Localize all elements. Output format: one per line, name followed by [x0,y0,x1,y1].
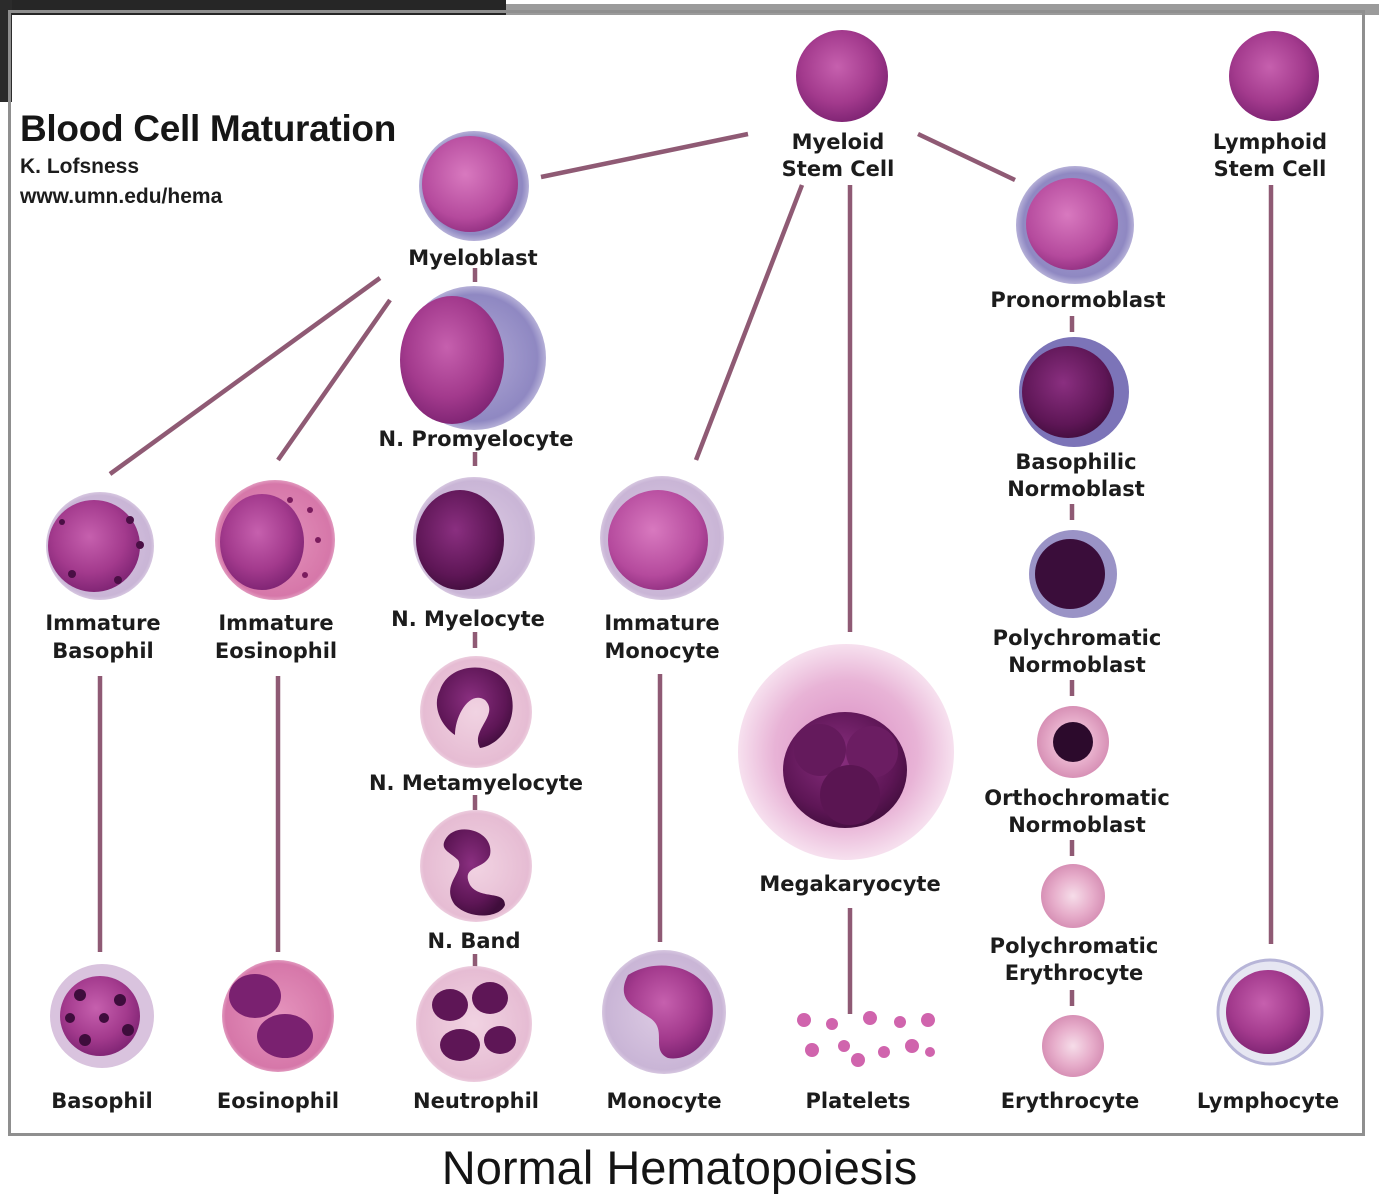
label-lymphoid-line-1: Lymphoid [1213,130,1327,154]
label-lymphocyte: Lymphocyte [1197,1089,1339,1113]
immature-monocyte-cell [600,476,724,600]
orthochromatic-normoblast-cell [1037,706,1109,778]
diagram-author: K. Lofsness [20,155,140,178]
polychromatic-erythrocyte-cell [1041,864,1105,928]
label-monocyte: Monocyte [606,1089,721,1113]
immature-eosinophil-cell [215,480,335,600]
label-immature-monocyte-line-1: Immature [604,611,719,635]
label-eosinophil: Eosinophil [217,1089,339,1113]
line-myeloid-to-myeloblast [540,131,749,180]
label-polychromatic-normoblast-line-1: Polychromatic [993,626,1162,650]
label-immature-eosinophil-line-1: Immature [218,611,333,635]
line-myeloid-to-pronormoblast [917,131,1016,183]
label-immature-basophil-line-1: Immature [45,611,160,635]
cells [46,30,1324,1082]
platelets-cluster [797,1011,935,1067]
label-band: N. Band [427,929,520,953]
label-orthochromatic-normoblast-line-1: Orthochromatic [984,786,1170,810]
immature-basophil-cell [46,492,154,600]
diagram-title: Blood Cell Maturation [20,108,397,149]
label-promyelocyte: N. Promyelocyte [379,427,574,451]
label-neutrophil: Neutrophil [413,1089,539,1113]
figure-caption: Normal Hematopoiesis [441,1141,918,1194]
label-erythrocyte: Erythrocyte [1001,1089,1140,1113]
label-polychromatic-normoblast-line-2: Normoblast [1008,653,1146,677]
diagram-source-url: www.umn.edu/hema [20,185,223,208]
label-pronormoblast: Pronormoblast [990,288,1165,312]
cell-labels: Myeloid Stem Cell Lymphoid Stem Cell Mye… [45,130,1339,1113]
basophilic-normoblast-cell [1019,337,1129,447]
label-platelets: Platelets [805,1089,910,1113]
label-metamyelocyte: N. Metamyelocyte [369,771,583,795]
line-myeloid-to-monocyte [693,184,805,461]
erythrocyte-cell [1042,1015,1104,1077]
lymphocyte-cell [1216,958,1324,1066]
line-myeloblast-to-eosinophil [276,298,392,462]
metamyelocyte-cell [420,656,532,768]
label-myeloid-line-2: Stem Cell [782,157,895,181]
lymphoid-stem-cell [1229,31,1319,121]
promyelocyte-cell [400,286,546,430]
myeloblast-cell [419,131,529,241]
neutrophil-cell [416,966,532,1082]
label-myeloid-line-1: Myeloid [792,130,885,154]
basophil-cell [50,964,154,1068]
monocyte-cell [602,950,726,1074]
diagram-frame [8,10,1365,1136]
label-myelocyte: N. Myelocyte [391,607,545,631]
label-immature-basophil-line-2: Basophil [52,639,153,663]
label-immature-monocyte-line-2: Monocyte [604,639,719,663]
label-immature-eosinophil-line-2: Eosinophil [215,639,337,663]
myeloid-stem-cell [796,30,888,122]
label-orthochromatic-normoblast-line-2: Normoblast [1008,813,1146,837]
label-basophilic-normoblast-line-2: Normoblast [1007,477,1145,501]
megakaryocyte-cell [738,644,954,860]
label-basophil: Basophil [51,1089,152,1113]
top-border-light [506,4,1379,15]
label-basophilic-normoblast-line-1: Basophilic [1015,450,1136,474]
label-myeloblast: Myeloblast [408,246,537,270]
myelocyte-cell [413,477,535,599]
line-myeloblast-to-basophil [108,276,382,476]
label-lymphoid-line-2: Stem Cell [1214,157,1327,181]
label-megakaryocyte: Megakaryocyte [759,872,940,896]
eosinophil-cell [222,960,334,1072]
pronormoblast-cell [1016,166,1134,284]
label-polychromatic-erythrocyte-line-2: Erythrocyte [1005,961,1144,985]
band-cell [420,810,532,922]
connector-lines [97,131,1274,1014]
label-polychromatic-erythrocyte-line-1: Polychromatic [990,934,1159,958]
polychromatic-normoblast-cell [1029,530,1117,618]
